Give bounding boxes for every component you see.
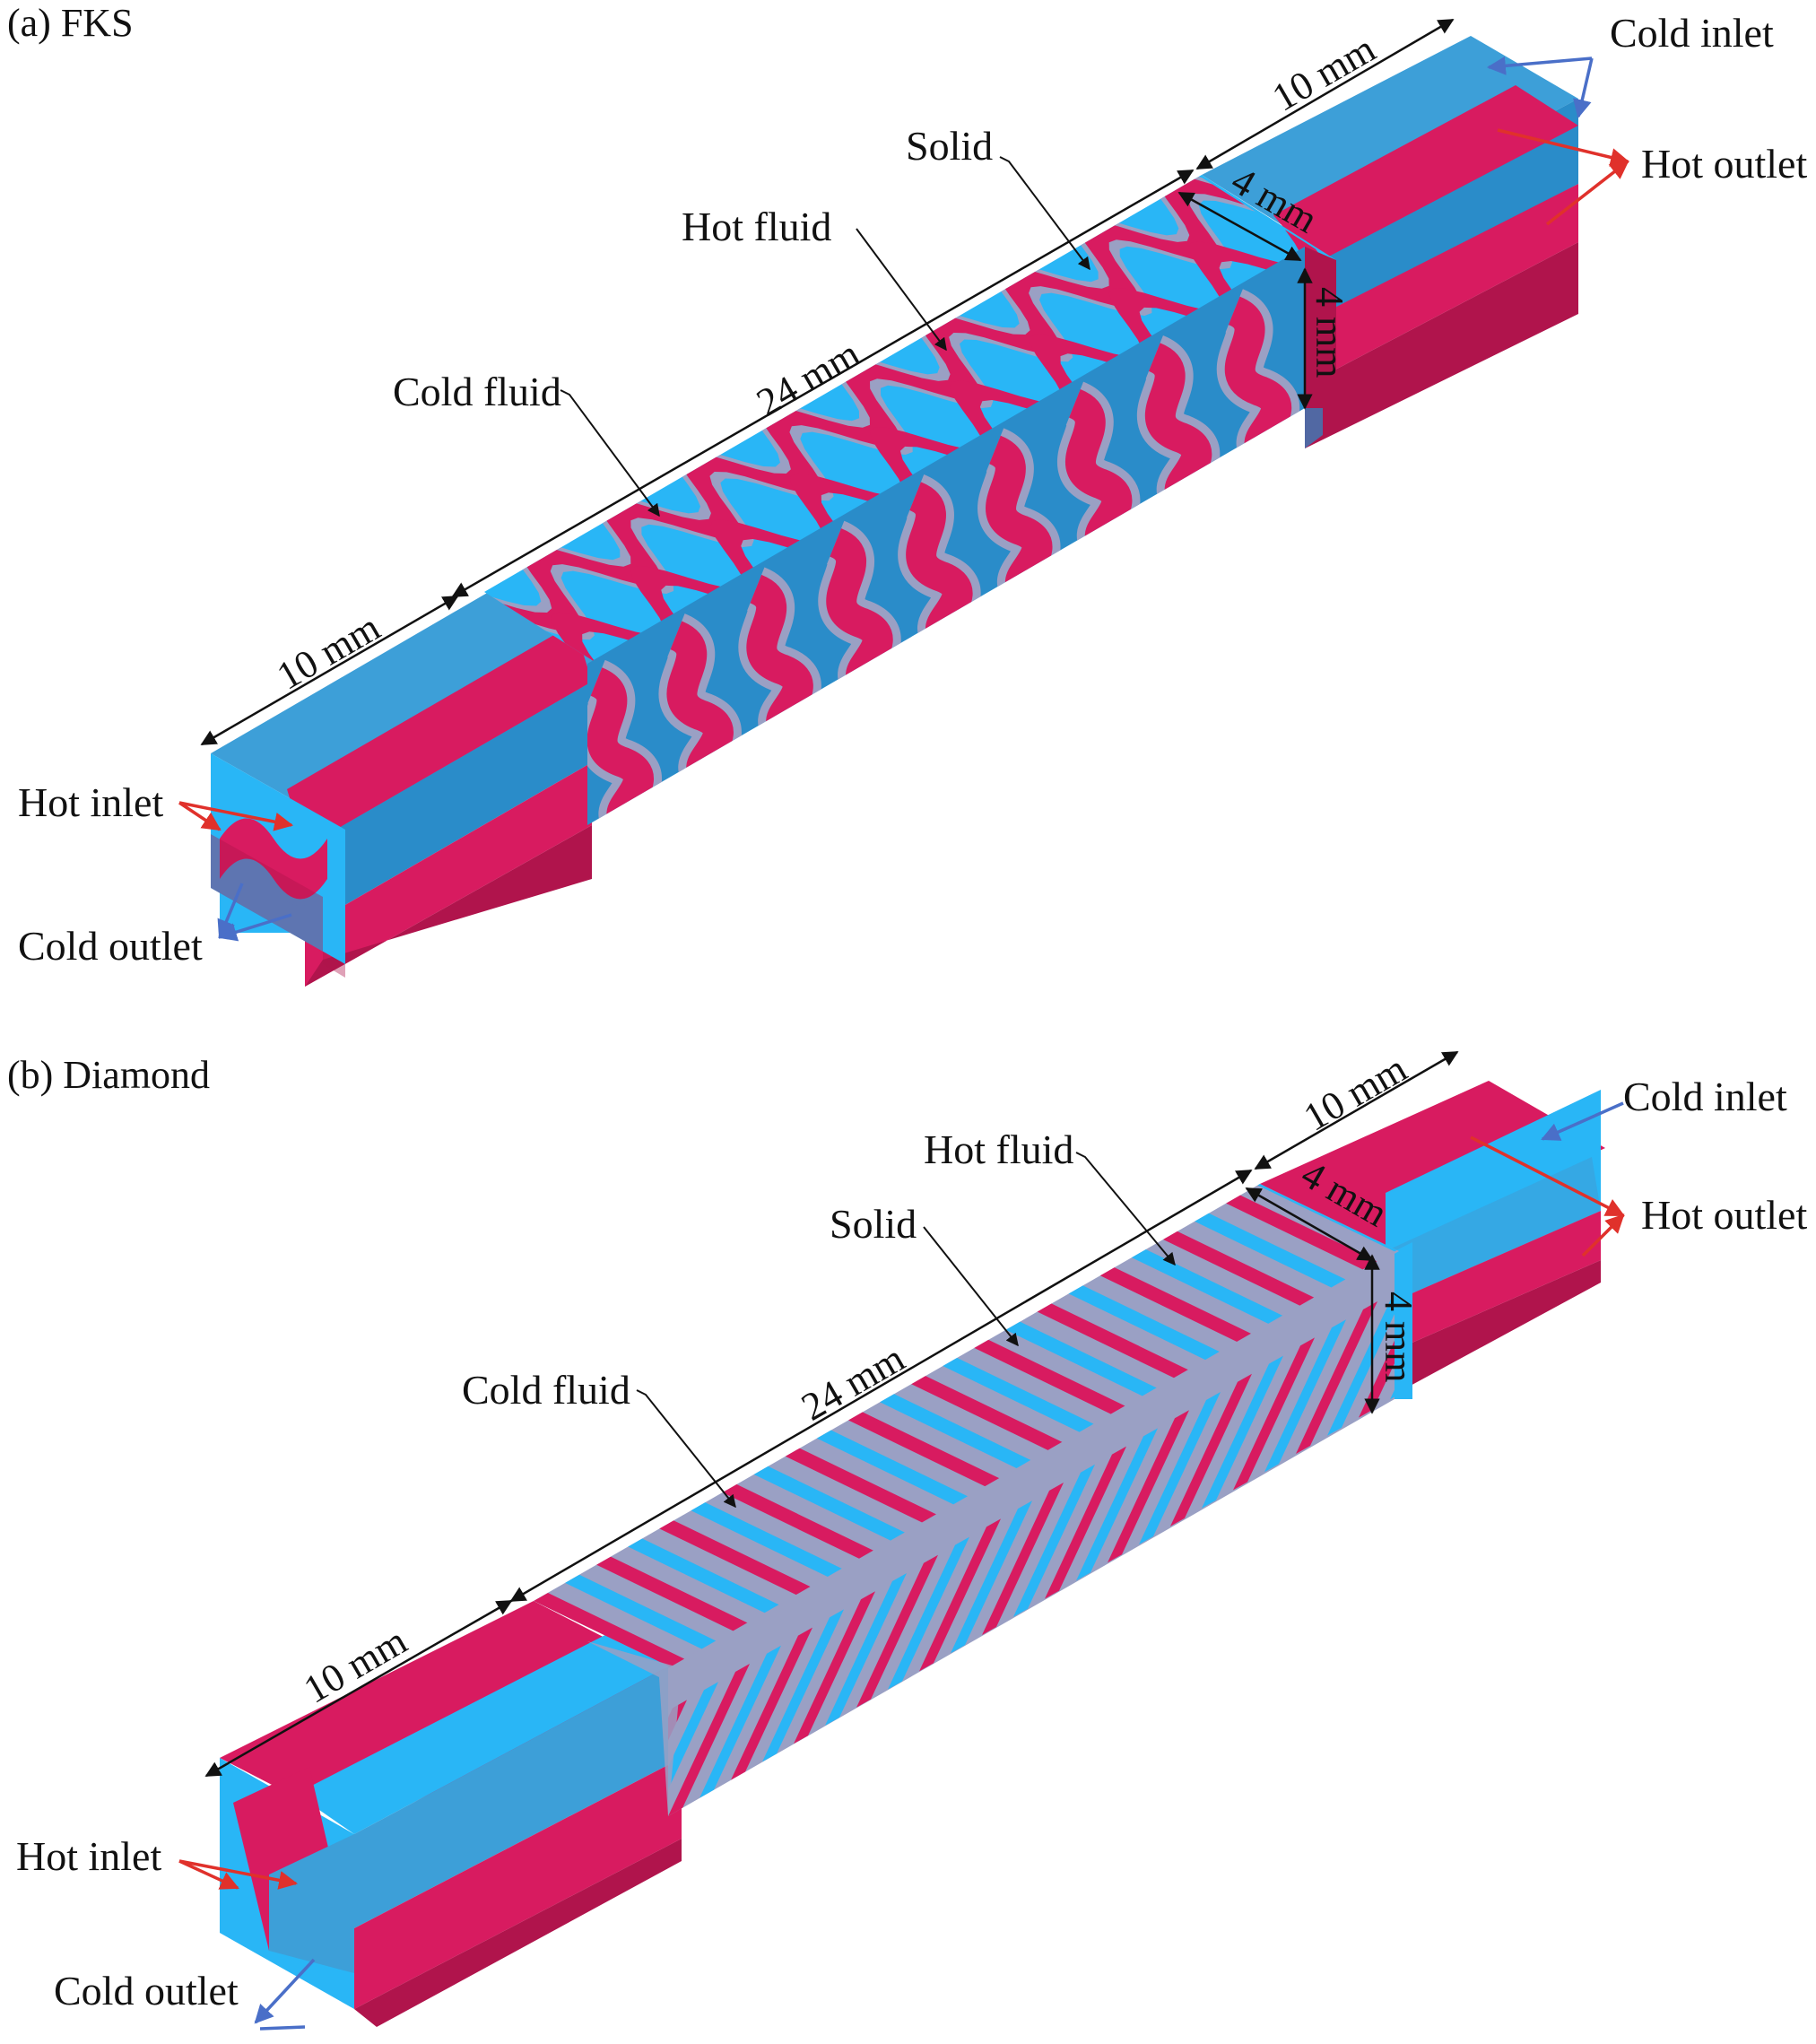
diamond-front-stripe	[668, 1682, 718, 1816]
diamond-cold-fluid-label: Cold fluid	[462, 1367, 630, 1413]
fks-left-channels	[211, 592, 619, 987]
diamond-front-stripe	[762, 1609, 844, 1762]
diamond-left-dim-line	[204, 1599, 513, 1778]
fks-hot-fluid-label: Hot fluid	[682, 204, 831, 249]
panel-a-fks: (a) FKS	[7, 1, 1807, 987]
fks-height-label: 4 mm	[1308, 287, 1351, 378]
fks-cold-outlet-label: Cold outlet	[18, 923, 203, 969]
diamond-front-stripe	[794, 1591, 875, 1744]
diamond-callouts	[636, 1152, 1176, 1509]
fks-solid-label: Solid	[906, 123, 993, 169]
fks-cold-inlet-label: Cold inlet	[1610, 10, 1774, 56]
diamond-mid-dim-line	[509, 1169, 1253, 1603]
diamond-hot-outlet-label: Hot outlet	[1641, 1192, 1807, 1238]
fks-left-dim-line	[200, 595, 459, 746]
diamond-right-dim-line	[1254, 1050, 1459, 1170]
fks-hot-inlet-label: Hot inlet	[18, 779, 163, 825]
diamond-hot-fluid-label: Hot fluid	[924, 1126, 1073, 1172]
panel-b-diamond: (b) Diamond	[7, 1046, 1807, 2031]
diamond-top-stripe	[534, 1593, 687, 1668]
diamond-height-label: 4 mm	[1377, 1292, 1421, 1382]
diamond-front-stripe	[1233, 1337, 1315, 1491]
diamond-front-stripe	[699, 1645, 781, 1798]
diamond-front-stripe	[668, 1664, 750, 1816]
fks-right-dim-line	[1195, 18, 1455, 170]
panel-a-title: (a) FKS	[7, 1, 134, 45]
panel-b-title: (b) Diamond	[7, 1053, 210, 1097]
diamond-front-stripe	[1296, 1301, 1377, 1454]
fks-hot-outlet-label: Hot outlet	[1641, 141, 1807, 187]
fks-flow-arrows	[178, 56, 1630, 942]
diamond-front-stripe	[731, 1627, 812, 1780]
diamond-flow-arrows	[178, 1101, 1625, 2031]
diamond-cold-inlet-label: Cold inlet	[1623, 1074, 1787, 1119]
diamond-width-dim-line	[1245, 1187, 1374, 1262]
diamond-left-channels	[220, 1601, 682, 2027]
diamond-solid-label: Solid	[830, 1201, 917, 1247]
diamond-front-stripe	[825, 1573, 907, 1726]
fks-width-dim-line	[1177, 191, 1302, 262]
fks-middle-lattice	[484, 175, 1336, 825]
fks-cold-fluid-label: Cold fluid	[393, 369, 561, 414]
fks-callouts	[560, 156, 1090, 518]
diamond-cold-outlet-label: Cold outlet	[54, 1968, 239, 2014]
diamond-front-stripe	[1264, 1319, 1346, 1473]
diamond-hot-inlet-label: Hot inlet	[16, 1833, 161, 1879]
